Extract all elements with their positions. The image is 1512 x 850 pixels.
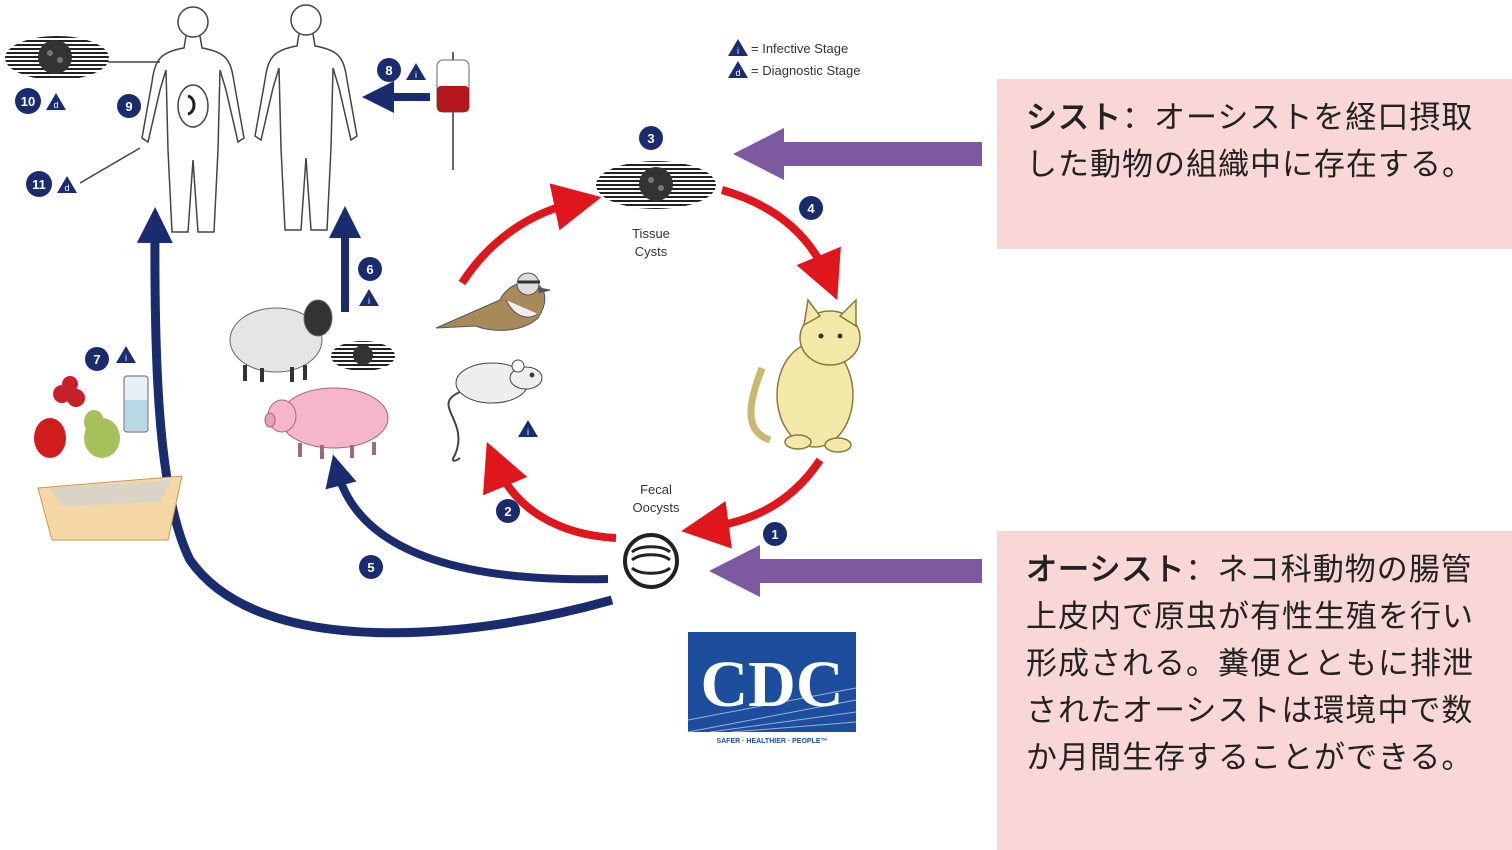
svg-text:i: i (368, 296, 370, 306)
legend: i = Infective Stage d = Diagnostic Stage (728, 39, 860, 78)
arrow-5-oocyst-to-livestock (325, 454, 609, 584)
arrow-3-to-tissue-cysts (458, 183, 602, 286)
svg-text:4: 4 (807, 201, 815, 216)
step-1-badge: 1 (763, 522, 787, 546)
purple-arrow-oocyst (709, 545, 982, 597)
infective-stage-icon: i (406, 63, 426, 80)
tissue-cysts-label-line1: Tissue (632, 226, 670, 241)
oocyst-note-title: オーシスト (1026, 552, 1186, 588)
svg-text:1: 1 (771, 527, 778, 542)
step-5-badge: 5 (359, 555, 383, 579)
infective-stage-icon: i (359, 289, 379, 306)
litter-box-icon (37, 475, 183, 541)
human-figure-right (254, 4, 358, 231)
step-7-badge: 7 (85, 347, 109, 371)
svg-text:8: 8 (385, 63, 392, 78)
cdc-logo-tagline: SAFER · HEALTHIER · PEOPLE™ (716, 738, 827, 745)
infective-stage-icon: i (728, 39, 748, 56)
oocyst-note: オーシスト：ネコ科動物の腸管上皮内で原虫が有性生殖を行い形成される。糞便とともに… (997, 531, 1512, 850)
svg-text:d: d (64, 183, 69, 193)
diagnostic-stage-icon: d (728, 61, 748, 78)
svg-text:i: i (737, 46, 739, 56)
cyst-note-title: シスト (1026, 100, 1122, 136)
berries-icon (53, 376, 85, 407)
step-6-badge: 6 (358, 257, 382, 281)
svg-text:5: 5 (367, 560, 374, 575)
svg-text:6: 6 (366, 262, 373, 277)
step-10-badge: 10 (15, 88, 41, 114)
transfusion-bag-icon (436, 52, 470, 170)
arrow-1-cat-to-oocyst (681, 457, 824, 549)
human-tissue-cyst-icon (5, 36, 160, 80)
step-4-badge: 4 (799, 196, 823, 220)
svg-text:d: d (735, 68, 740, 78)
svg-text:2: 2 (504, 504, 511, 519)
svg-text:11: 11 (32, 177, 46, 192)
step-11-badge: 11 (26, 171, 52, 197)
cdc-logo: CDC SAFER · HEALTHIER · PEOPLE™ (687, 632, 857, 745)
step-8-badge: 8 (377, 58, 401, 82)
legend-diagnostic-text: = Diagnostic Stage (751, 63, 860, 78)
oocyst-note-body: ：ネコ科動物の腸管上皮内で原虫が有性生殖を行い形成される。糞便とともに排泄された… (1026, 552, 1474, 776)
pointer-line-11 (79, 147, 141, 184)
bird-icon (435, 272, 551, 331)
cat-icon (747, 298, 861, 453)
cyst-note-body: ：オーシストを経口摂取した動物の組織中に存在する。 (1026, 100, 1474, 183)
tissue-cysts-label-line2: Cysts (635, 244, 668, 259)
tissue-cyst-icon (596, 161, 716, 209)
infective-stage-icon: i (518, 420, 538, 437)
svg-text:10: 10 (21, 94, 35, 109)
svg-text:i: i (125, 353, 127, 363)
svg-text:3: 3 (647, 131, 654, 146)
svg-text:d: d (53, 100, 58, 110)
pig-icon (264, 387, 389, 459)
legend-infective-text: = Infective Stage (751, 41, 848, 56)
apple-icon (34, 418, 66, 458)
sheep-icon (229, 299, 333, 382)
svg-text:9: 9 (125, 99, 132, 114)
svg-text:i: i (527, 427, 529, 437)
purple-arrow-cyst (733, 128, 982, 180)
cdc-logo-text: CDC (701, 648, 844, 721)
step-2-badge: 2 (496, 499, 520, 523)
diagnostic-stage-icon: d (46, 93, 66, 110)
fecal-oocysts-label-line1: Fecal (640, 482, 672, 497)
infective-stage-icon: i (116, 346, 136, 363)
cyst-note: シスト：オーシストを経口摂取した動物の組織中に存在する。 (997, 79, 1512, 249)
arrow-7-oocyst-to-human (136, 207, 614, 638)
human-figure-left (141, 6, 245, 233)
step-9-badge: 9 (117, 94, 141, 118)
fecal-oocyst-icon (623, 533, 679, 589)
step-3-badge: 3 (639, 126, 663, 150)
diagnostic-stage-icon: d (57, 176, 77, 193)
svg-text:i: i (415, 70, 417, 80)
pear-icon (84, 410, 120, 458)
svg-text:7: 7 (93, 352, 100, 367)
fecal-oocysts-label-line2: Oocysts (633, 500, 680, 515)
arrow-2-oocyst-to-hosts (483, 441, 617, 542)
arrow-4-to-cat (720, 186, 841, 301)
livestock-tissue-cyst-icon (331, 341, 395, 371)
mouse-icon (447, 359, 543, 462)
water-glass-icon (123, 375, 149, 433)
